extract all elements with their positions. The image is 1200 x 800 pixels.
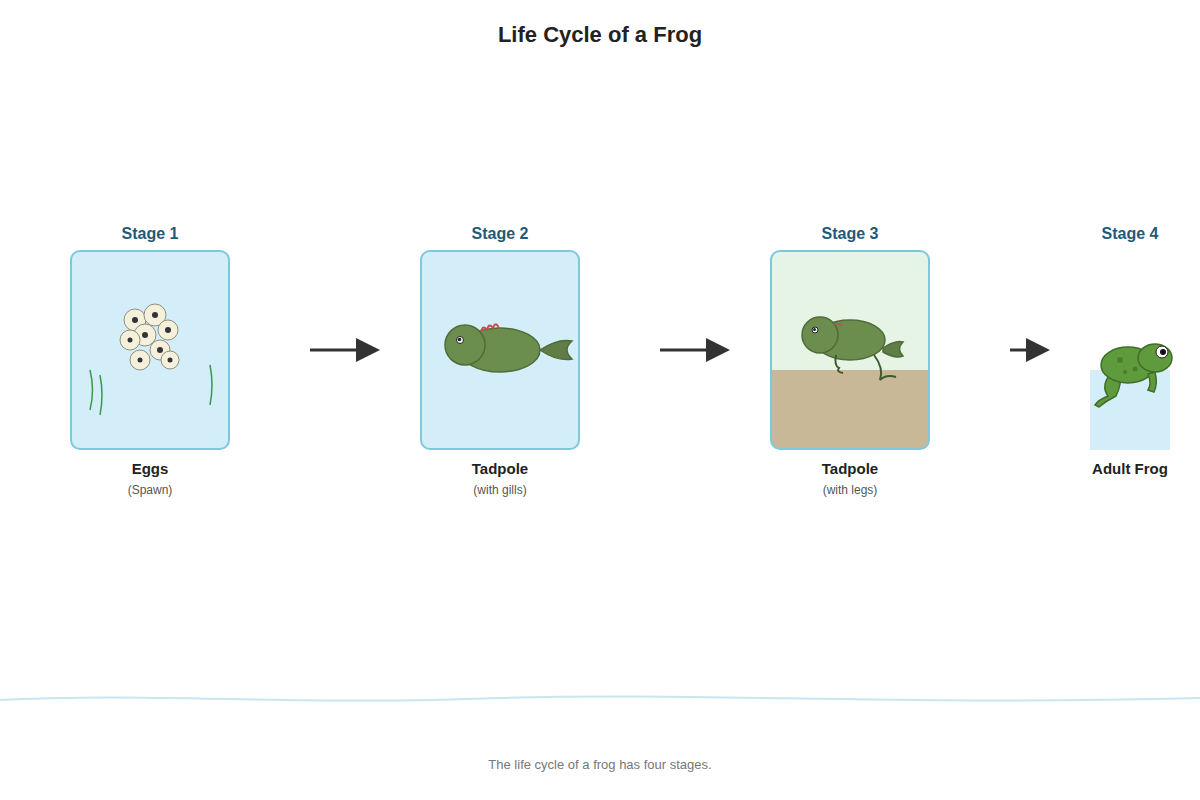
- egg-yolk: [157, 347, 163, 353]
- stage-sublabel: (with legs): [712, 483, 988, 497]
- tadpole-tail: [540, 340, 572, 359]
- egg: [130, 350, 150, 370]
- egg-yolk: [165, 327, 171, 333]
- stage-sublabel: (Spawn): [12, 483, 288, 497]
- egg: [124, 309, 146, 331]
- stage-panel: Stage 2Tadpole(with gills): [420, 250, 580, 450]
- egg-yolk: [142, 332, 148, 338]
- stage-heading: Stage 3: [712, 225, 988, 243]
- stage-arrow: [1010, 349, 1026, 352]
- stage-panel: Stage 1Eggs(Spawn): [70, 250, 230, 450]
- egg-yolk: [152, 312, 158, 318]
- water-wave: [0, 696, 1200, 700]
- diagram-title: Life Cycle of a Frog: [0, 22, 1200, 48]
- egg: [120, 330, 140, 350]
- frog-back-leg: [1095, 372, 1121, 407]
- stage-label: Tadpole: [362, 460, 638, 477]
- stage-arrow: [660, 349, 706, 352]
- connector-group: [310, 350, 1026, 351]
- tadpole-gills: [445, 324, 572, 372]
- tadpole-head: [802, 317, 838, 353]
- diagram-caption: The life cycle of a frog has four stages…: [0, 757, 1200, 772]
- frog-eye: [1156, 346, 1168, 358]
- frog-spot: [1117, 357, 1123, 363]
- egg: [161, 351, 179, 369]
- tadpole-leg: [874, 355, 896, 380]
- tadpole-body: [815, 320, 885, 360]
- tadpole-pupil: [458, 338, 462, 342]
- egg: [144, 304, 166, 326]
- stage-panel: Stage 3Tadpole(with legs): [770, 250, 930, 450]
- stage-panel: Stage 4Adult Frog: [1090, 250, 1170, 450]
- tadpole-tail: [883, 342, 903, 357]
- tadpole-head: [445, 325, 485, 365]
- tadpole-legs: [802, 317, 903, 380]
- stage-label: Eggs: [12, 460, 288, 477]
- weed-strand: [100, 375, 102, 415]
- stage-label: Tadpole: [712, 460, 988, 477]
- stage-label: Adult Frog: [1030, 460, 1200, 477]
- egg: [134, 324, 156, 346]
- frog-pupil: [1160, 349, 1166, 355]
- weed-strand: [90, 370, 93, 410]
- egg: [158, 320, 178, 340]
- tadpole-pupil: [813, 328, 816, 331]
- weed-strand: [210, 365, 212, 405]
- frog-spot: [1123, 370, 1127, 374]
- egg-yolk: [132, 317, 138, 323]
- stage-heading: Stage 1: [12, 225, 288, 243]
- egg-yolks: [128, 312, 173, 363]
- frog-spawn: [90, 304, 212, 415]
- egg: [150, 340, 170, 360]
- egg-group: [120, 304, 179, 370]
- egg-yolk: [128, 338, 133, 343]
- frog-body: [1101, 347, 1155, 383]
- pond-water: [1090, 370, 1170, 450]
- frog-spot: [1133, 367, 1138, 372]
- egg-yolk: [138, 358, 143, 363]
- stage-heading: Stage 4: [1030, 225, 1200, 243]
- frog-head: [1138, 344, 1172, 372]
- stage-arrow: [310, 349, 356, 352]
- adult-frog: [1090, 344, 1172, 450]
- stage-heading: Stage 2: [362, 225, 638, 243]
- tadpole-eye: [812, 327, 818, 333]
- pond-weed: [90, 365, 212, 415]
- tadpole-eye: [457, 337, 464, 344]
- tadpole-gill: [834, 324, 842, 326]
- tadpole-body: [460, 328, 540, 372]
- frog-front-leg: [1148, 372, 1156, 392]
- tadpole-leg: [835, 355, 843, 373]
- tadpole-gill: [481, 324, 499, 332]
- egg-yolk: [168, 358, 173, 363]
- stage-sublabel: (with gills): [362, 483, 638, 497]
